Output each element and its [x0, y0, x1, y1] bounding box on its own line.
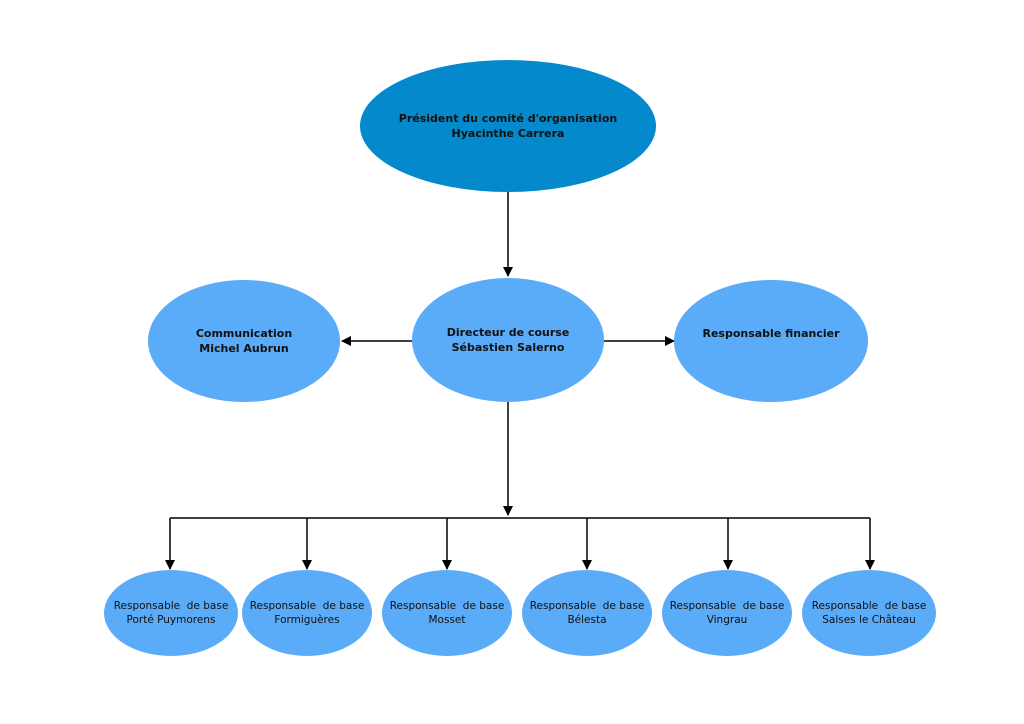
base-4-location: Bélesta [567, 614, 607, 626]
communication-name: Michel Aubrun [199, 342, 289, 355]
base-node-6: Responsable de base Salses le Château [802, 570, 936, 656]
directeur-title: Directeur de course [446, 326, 570, 339]
base-2-title: Responsable de base [249, 600, 365, 612]
financier-node: Responsable financier [674, 280, 868, 402]
base-3-location: Mosset [428, 614, 466, 626]
base-node-1: Responsable de base Porté Puymorens [104, 570, 238, 656]
base-node-2: Responsable de base Formiguères [242, 570, 372, 656]
president-node: Président du comité d'organisation Hyaci… [360, 60, 656, 192]
communication-node: Communication Michel Aubrun [148, 280, 340, 402]
directeur-node: Directeur de course Sébastien Salerno [412, 278, 604, 402]
base-4-title: Responsable de base [529, 600, 645, 612]
president-name: Hyacinthe Carrera [451, 127, 565, 140]
base-3-title: Responsable de base [389, 600, 505, 612]
base-5-location: Vingrau [706, 614, 748, 626]
base-5-title: Responsable de base [669, 600, 785, 612]
financier-title: Responsable financier [702, 326, 840, 340]
base-6-title: Responsable de base [811, 600, 927, 612]
base-1-title: Responsable de base [113, 600, 229, 612]
communication-title: Communication [195, 327, 293, 340]
base-node-4: Responsable de base Bélesta [522, 570, 652, 656]
base-node-5: Responsable de base Vingrau [662, 570, 792, 656]
base-6-location: Salses le Château [822, 614, 916, 626]
base-2-location: Formiguères [274, 614, 340, 626]
directeur-name: Sébastien Salerno [451, 341, 565, 354]
president-title: Président du comité d'organisation [398, 112, 618, 125]
base-node-3: Responsable de base Mosset [382, 570, 512, 656]
base-1-location: Porté Puymorens [126, 614, 216, 626]
